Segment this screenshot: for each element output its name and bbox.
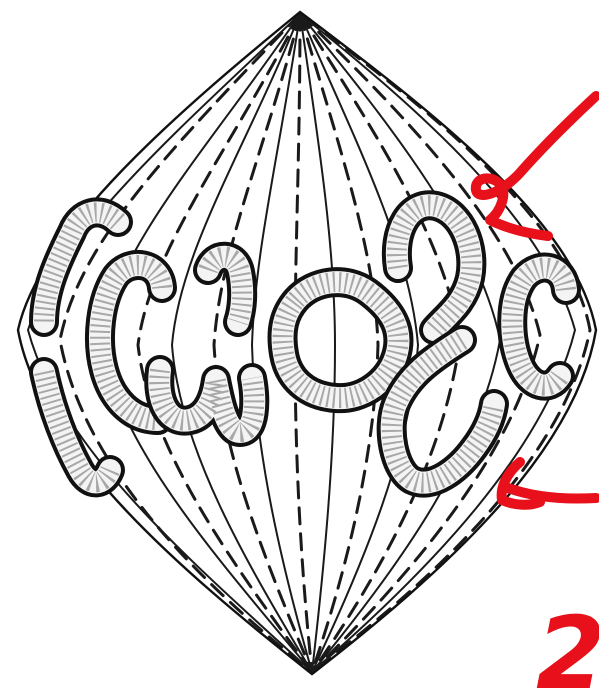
chromosome	[208, 257, 242, 322]
annotation-arrow-upper	[476, 96, 596, 236]
chromosomes	[44, 205, 566, 482]
chromosome	[397, 205, 472, 330]
chromosome	[159, 370, 254, 432]
annotation-arrow-lower	[502, 462, 596, 505]
annotation-number: 2	[536, 595, 599, 696]
spindle-fiber-dashed	[300, 14, 378, 672]
chromosome	[283, 282, 399, 398]
